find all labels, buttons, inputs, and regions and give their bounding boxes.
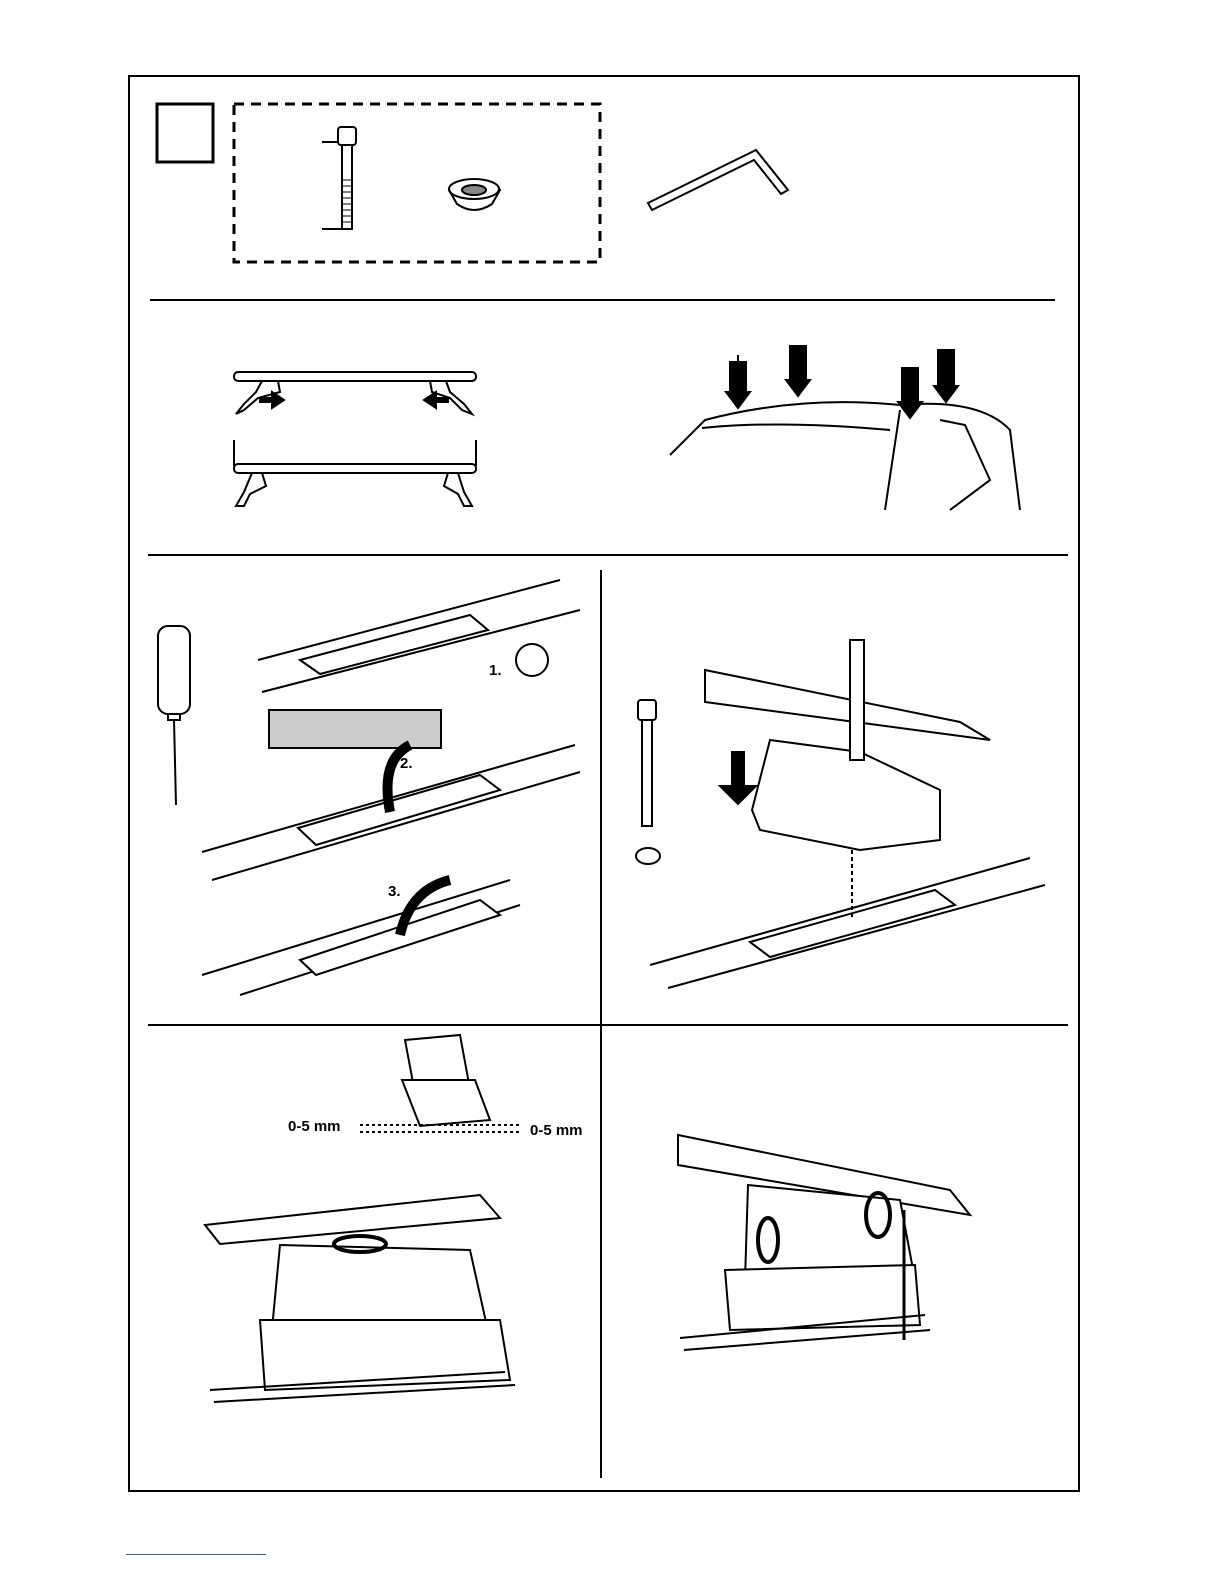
long-bolt-icon bbox=[638, 700, 656, 826]
bolt-icon bbox=[322, 127, 356, 229]
screw-head-icon bbox=[516, 644, 548, 676]
roof-bar-bottom bbox=[234, 440, 476, 506]
car-roof bbox=[670, 345, 1020, 510]
washer-icon bbox=[449, 179, 500, 210]
step-box bbox=[157, 104, 213, 162]
hex-key-icon bbox=[648, 150, 788, 210]
tighten-section bbox=[678, 1135, 970, 1350]
fit-foot-section bbox=[148, 640, 1068, 1025]
gap-label-right: 0-5 mm bbox=[530, 1122, 583, 1139]
washer-icon bbox=[636, 848, 660, 864]
screwdriver-icon bbox=[158, 626, 190, 805]
vertical-bolt bbox=[850, 640, 864, 760]
cover-strip bbox=[269, 710, 441, 748]
roof-bar-top bbox=[234, 372, 476, 414]
parts-dashed-box bbox=[234, 104, 600, 262]
adjust-gap-section bbox=[205, 1035, 520, 1402]
step-label-3: 3. bbox=[388, 883, 401, 900]
down-arrow bbox=[720, 752, 756, 804]
bar-assembly-section bbox=[148, 345, 1068, 555]
gap-label-left: 0-5 mm bbox=[288, 1118, 341, 1135]
step-label-1: 1. bbox=[489, 662, 502, 679]
parts-section bbox=[150, 104, 1055, 300]
step-label-2: 2. bbox=[400, 755, 413, 772]
footer-underline bbox=[126, 1554, 266, 1555]
